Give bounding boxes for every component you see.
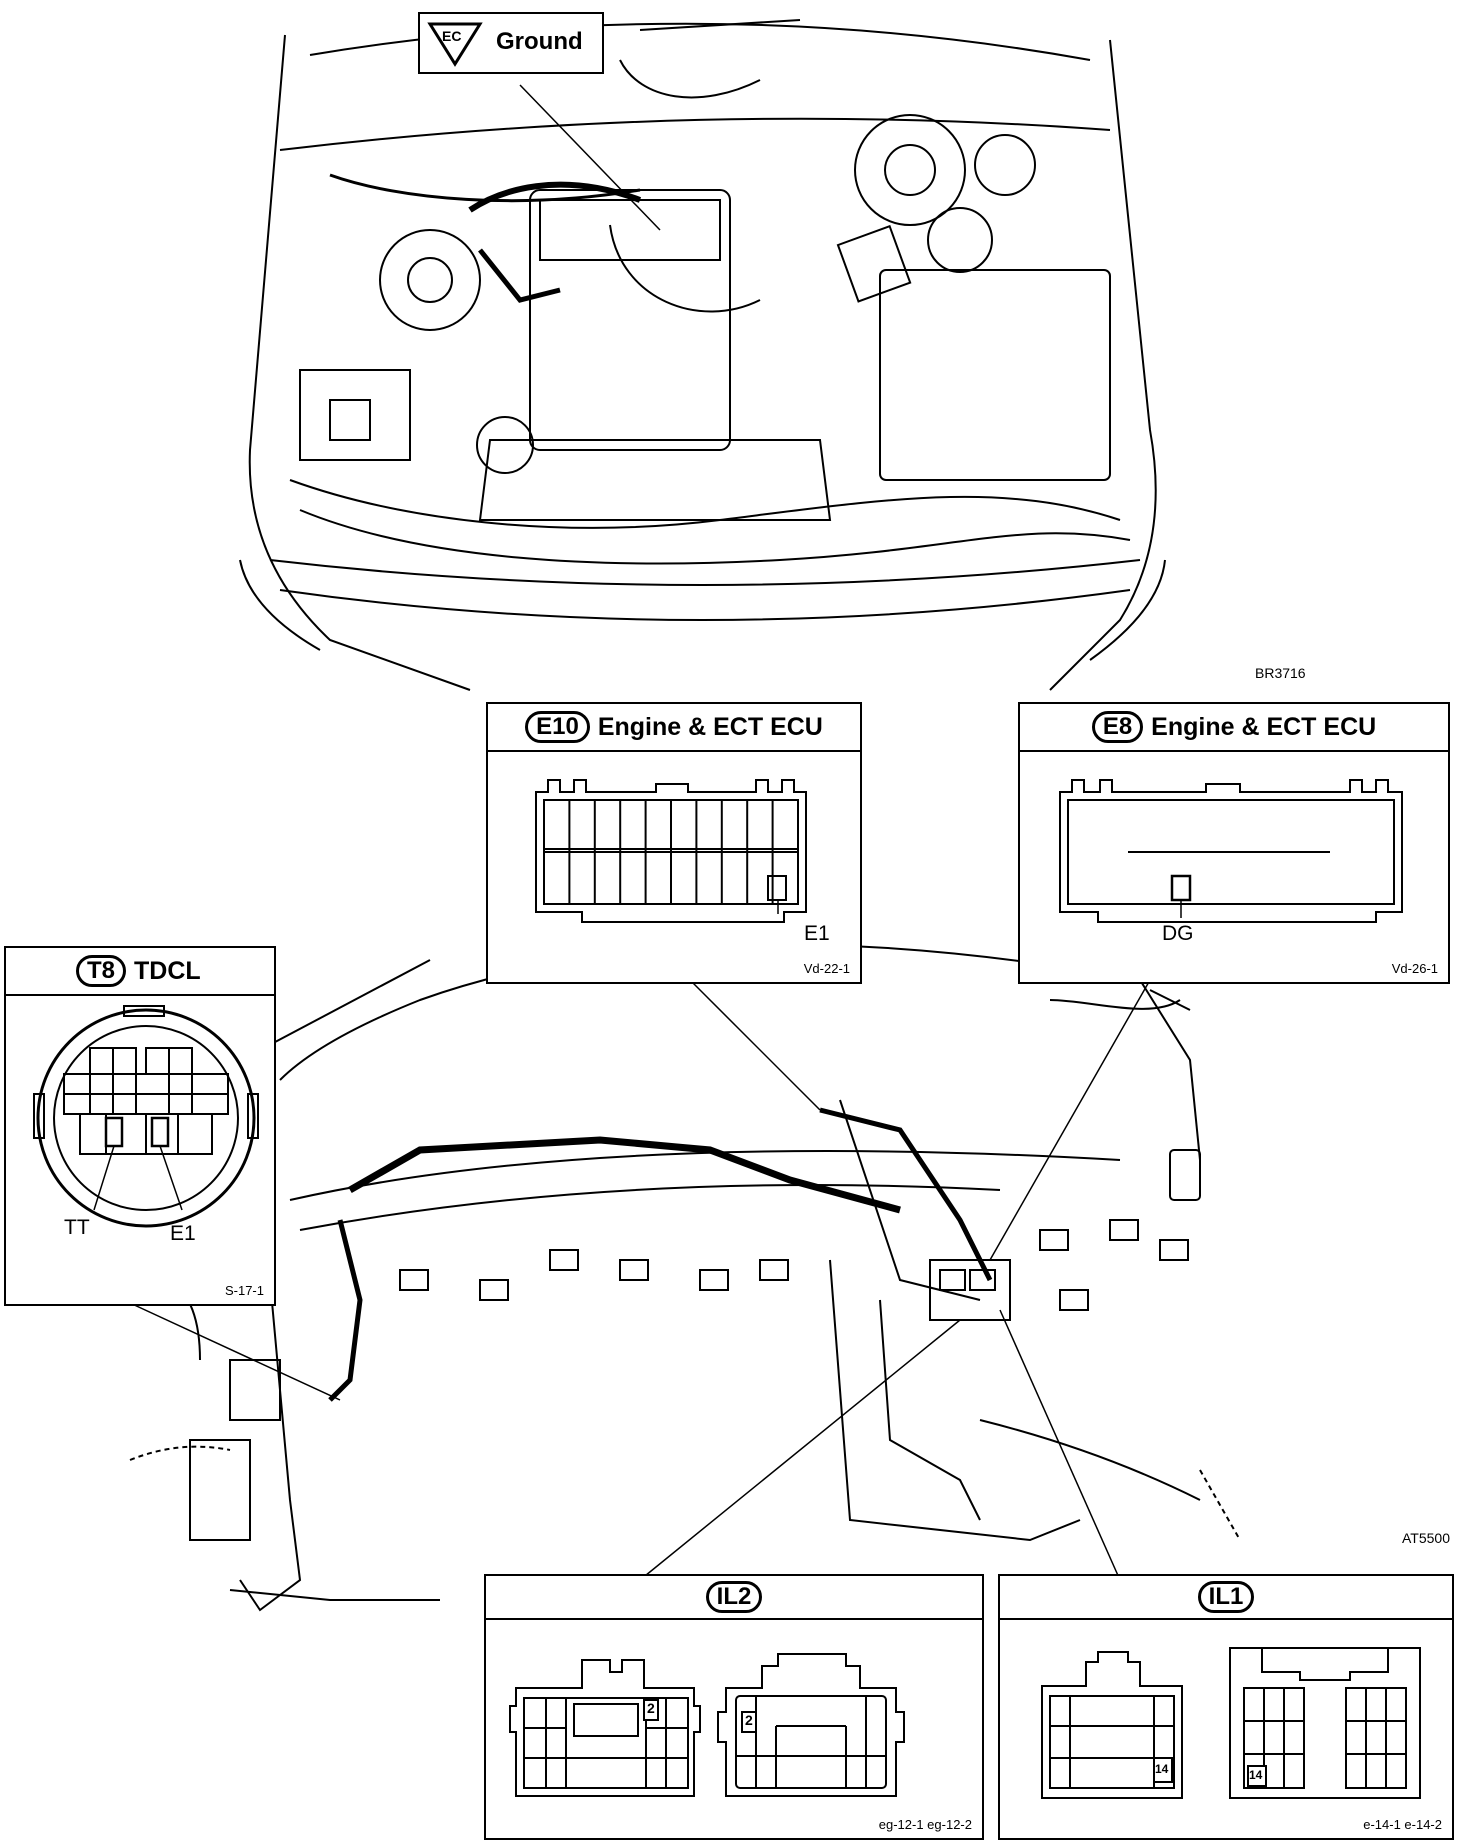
connector-il2-drawing [509, 1653, 905, 1797]
connector-il1-badge: IL1 [1197, 1581, 1255, 1613]
connector-e10-badge: E10 [525, 711, 590, 743]
connector-t8-ref: S-17-1 [224, 1283, 264, 1298]
connector-t8-badge: T8 [76, 955, 127, 987]
connector-e8-badge: E8 [1091, 711, 1144, 743]
connector-t8-drawing [33, 1005, 259, 1228]
connector-t8-box: T8 TDCL TT E1 S-17-1 [4, 946, 276, 1306]
connector-e8-drawing [1059, 779, 1403, 923]
connector-il1-drawing [1041, 1647, 1421, 1799]
connector-e8-ref: Vd-26-1 [1391, 961, 1438, 976]
connector-il1-pin-14a: 14 [1155, 1762, 1169, 1776]
connector-e10-drawing [535, 779, 807, 923]
connector-e10-title: Engine & ECT ECU [597, 712, 823, 741]
engine-figure-code: BR3716 [1255, 665, 1306, 681]
connector-e10-pin-label: E1 [804, 922, 830, 945]
connector-il2-pin-2a: 2 [647, 1700, 655, 1716]
ground-symbol: EC [442, 28, 462, 44]
connector-il2-pin-2b: 2 [745, 1712, 753, 1728]
ground-label: Ground [496, 28, 583, 55]
connector-il2-badge: IL2 [705, 1581, 763, 1613]
connector-t8-pin-tt: TT [64, 1216, 90, 1239]
connector-il2-ref: eg-12-1 eg-12-2 [878, 1817, 972, 1832]
ground-label-box: EC Ground [418, 12, 604, 74]
connector-e10-box: E10 Engine & ECT ECU E1 Vd-22-1 [486, 702, 862, 984]
connector-e10-ref: Vd-22-1 [803, 961, 850, 976]
connector-t8-title: TDCL [134, 956, 201, 985]
connector-il2-box: IL2 2 2 eg-12-1 eg-12-2 [484, 1574, 984, 1840]
connector-e8-title: Engine & ECT ECU [1151, 712, 1377, 741]
connector-il1-box: IL1 14 14 e-14-1 e-14-2 [998, 1574, 1454, 1840]
connector-e8-pin-label: DG [1162, 922, 1194, 945]
connector-e8-box: E8 Engine & ECT ECU DG Vd-26-1 [1018, 702, 1450, 984]
connector-il1-pin-14b: 14 [1249, 1768, 1263, 1782]
dash-figure-code: AT5500 [1402, 1530, 1450, 1546]
connector-t8-pin-e1: E1 [170, 1222, 196, 1245]
ground-triangle-icon [427, 22, 483, 67]
connector-il1-ref: e-14-1 e-14-2 [1363, 1817, 1442, 1832]
